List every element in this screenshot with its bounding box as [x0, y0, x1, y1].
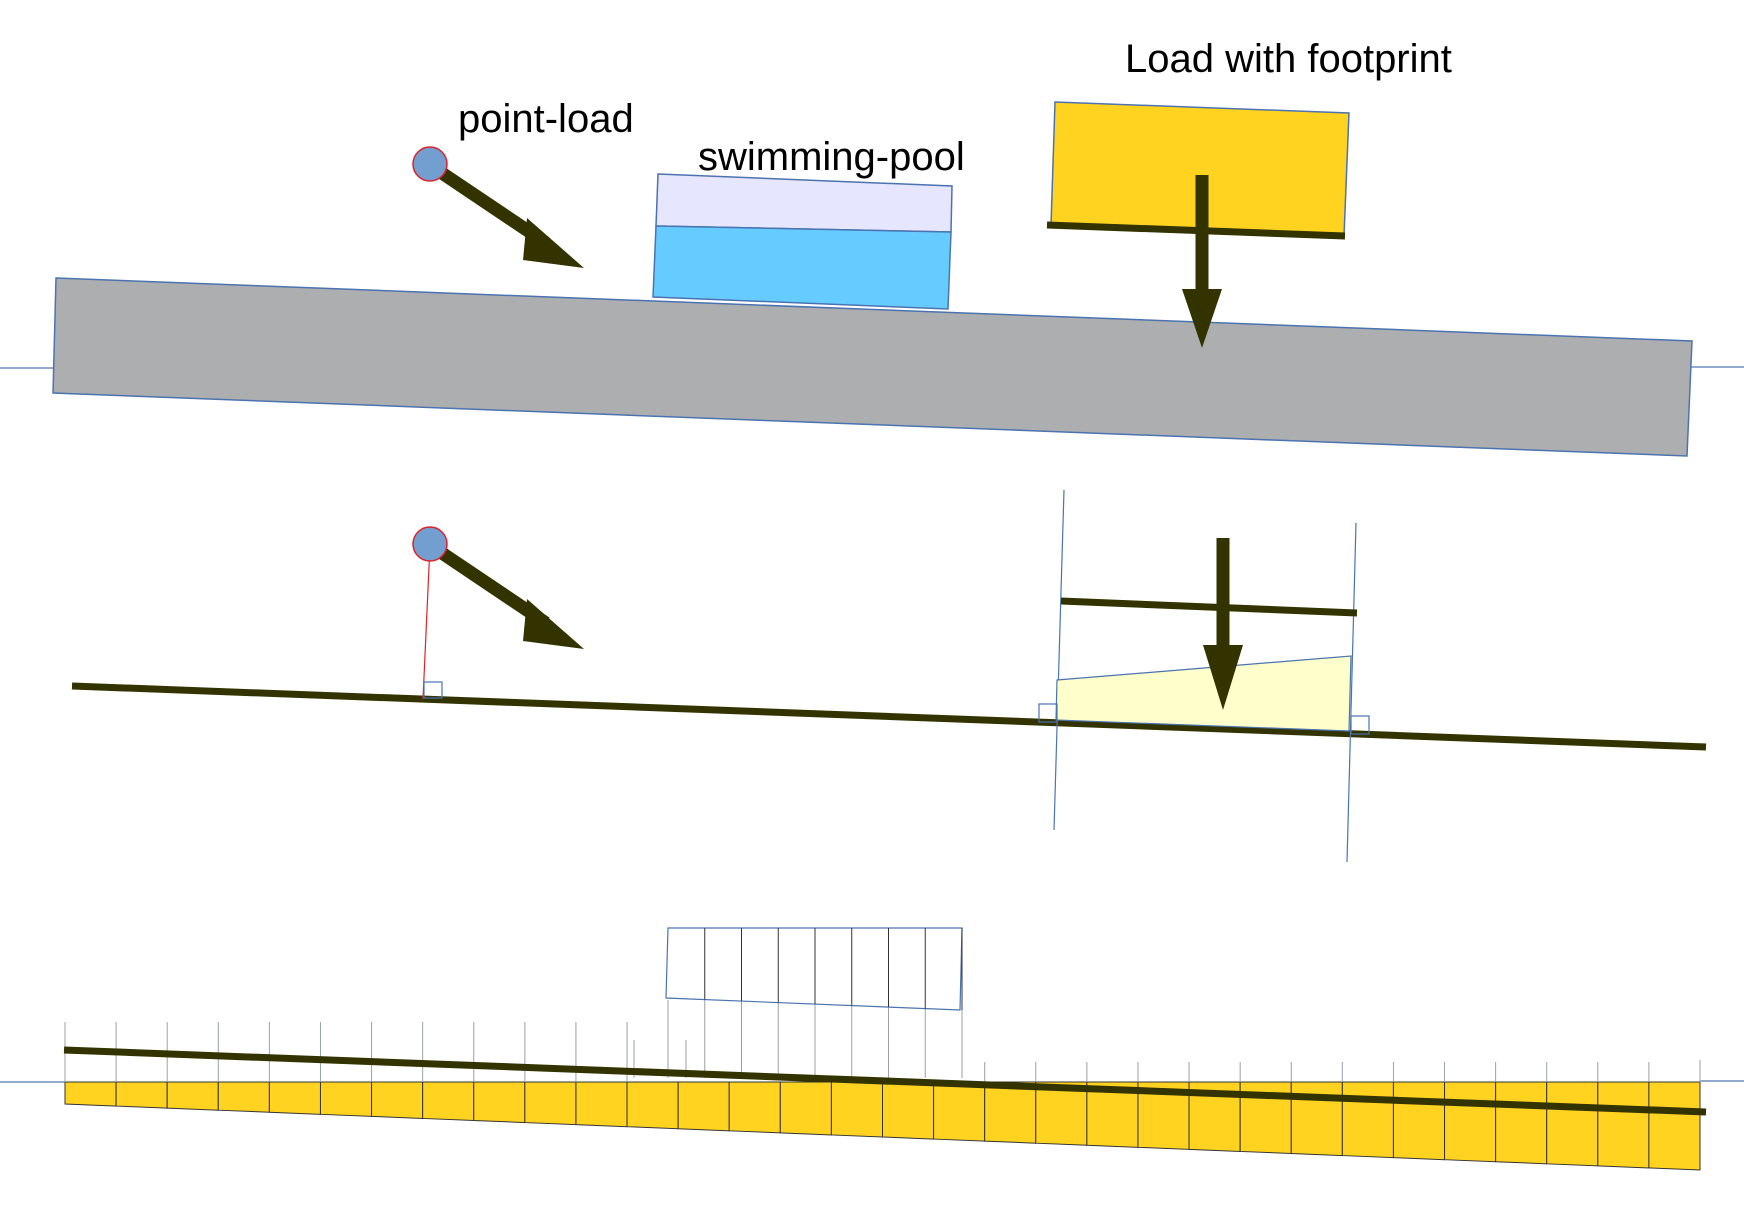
- beam-element: [1444, 1081, 1497, 1163]
- swimming-pool-label: swimming-pool: [698, 135, 965, 179]
- beam-element: [575, 1081, 628, 1128]
- beam-element: [626, 1081, 679, 1130]
- pool-elements: [665, 927, 963, 1011]
- beam-element: [422, 1081, 475, 1122]
- projection-line: [422, 544, 431, 700]
- beam-element: [1290, 1081, 1343, 1157]
- pool-water: [652, 225, 952, 310]
- beam-elements: [64, 1081, 1701, 1171]
- beam-element: [166, 1081, 219, 1111]
- footprint-projected: [1038, 489, 1370, 863]
- element-guide-lines: [64, 999, 1701, 1082]
- point-load-node: [412, 146, 448, 182]
- pool-air-space: [655, 173, 953, 233]
- beam-element: [319, 1081, 373, 1117]
- footprint-extent-line-left: [1053, 489, 1065, 831]
- pool-element-dividers: [704, 928, 963, 1010]
- right-angle-marker: [423, 681, 443, 699]
- beam-element: [779, 1081, 832, 1136]
- pool-element-outline: [665, 927, 963, 1011]
- beam-element: [830, 1081, 883, 1138]
- panel-physical-model: point-load swimming-pool Load with footp…: [0, 37, 1744, 457]
- beam-element: [524, 1081, 577, 1126]
- point-load-node: [412, 526, 448, 562]
- projected-load-area: [1055, 655, 1352, 732]
- footprint-load: [1046, 101, 1350, 348]
- right-angle-marker-left: [1038, 703, 1058, 723]
- panel-discretized-model: [0, 927, 1744, 1171]
- point-load-arrowhead: [523, 218, 584, 268]
- footprint-load-arrowhead: [1203, 645, 1243, 710]
- point-load: [412, 146, 584, 268]
- beam-element: [984, 1081, 1037, 1144]
- beam-element: [64, 1081, 117, 1107]
- beam-element: [882, 1081, 935, 1140]
- point-load-label: point-load: [458, 97, 634, 141]
- point-load-projected: [412, 526, 584, 700]
- panel-analytical-model: [71, 489, 1707, 863]
- beam-axis-line: [71, 682, 1707, 751]
- beam-element: [1392, 1081, 1446, 1161]
- beam-element: [473, 1081, 526, 1124]
- beam-element: [933, 1081, 986, 1142]
- beam-element: [728, 1081, 781, 1134]
- right-angle-marker-right: [1350, 715, 1370, 735]
- swimming-pool: [652, 173, 953, 310]
- beam: [52, 277, 1693, 457]
- beam-element: [1597, 1081, 1650, 1169]
- beam-element: [115, 1081, 168, 1109]
- beam-element: [371, 1081, 424, 1119]
- beam-element: [1546, 1081, 1599, 1167]
- beam-element: [1648, 1081, 1701, 1171]
- beam-element: [268, 1081, 321, 1115]
- beam-element: [1341, 1081, 1394, 1159]
- beam-element: [217, 1081, 270, 1113]
- footprint-load-arrowhead: [1182, 289, 1222, 348]
- footprint-line: [1060, 597, 1358, 617]
- footprint-extent-line-right: [1346, 522, 1357, 863]
- beam-element: [677, 1081, 730, 1132]
- footprint-load-label: Load with footprint: [1125, 37, 1452, 81]
- beam-axis-line: [63, 1046, 1707, 1116]
- point-load-arrowhead: [523, 599, 584, 649]
- beam-element: [1495, 1081, 1548, 1165]
